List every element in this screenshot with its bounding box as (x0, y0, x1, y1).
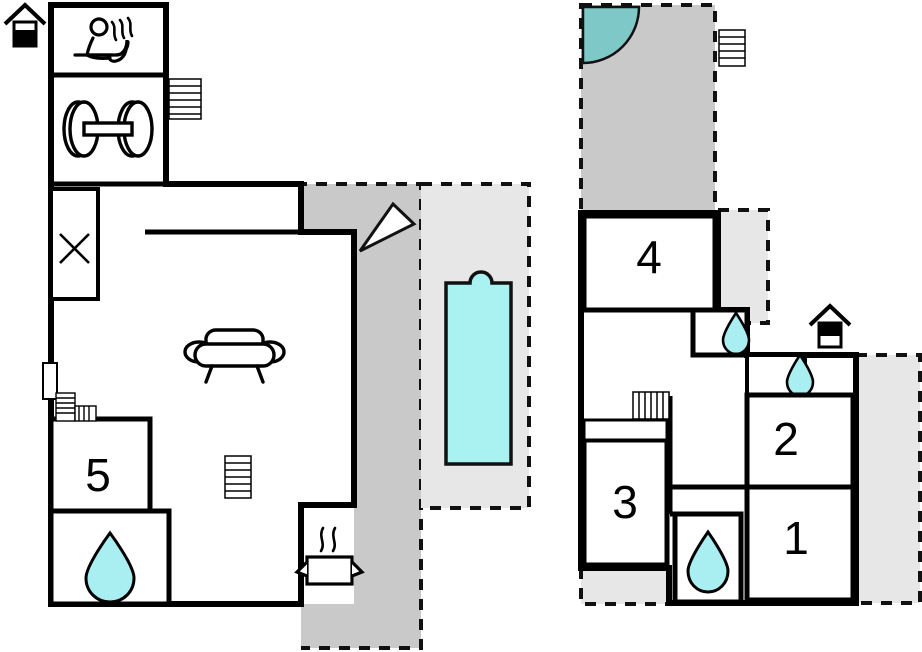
stairs-icon (55, 392, 97, 422)
right-building: 4 2 1 3 (578, 3, 922, 606)
cross-icon (59, 233, 90, 264)
closet-strip (582, 418, 669, 442)
radiator-icon-gym (168, 78, 202, 120)
right-terrace-southwest (581, 568, 669, 604)
left-terrace-dark-outline (236, 182, 423, 650)
house-entrance-icon (3, 2, 47, 48)
pool-terrace-outline (421, 182, 531, 510)
water-drop-icon-c (686, 529, 730, 594)
bedroom-5 (48, 416, 153, 514)
stairs-icon-upper (718, 29, 746, 67)
radiator-icon-right (632, 391, 670, 420)
window-icon (42, 362, 58, 400)
right-house-interior-walls (584, 307, 747, 517)
left-house-interior-walls (51, 72, 166, 187)
cooking-pot-icon (294, 526, 365, 586)
right-terrace-east (856, 355, 920, 603)
bedroom-2 (744, 392, 856, 490)
swimming-pool-icon (444, 270, 513, 466)
bedroom-5-label: 5 (85, 449, 111, 501)
right-terrace-east-outline (856, 353, 922, 605)
storage-room (49, 187, 100, 301)
house-entrance-icon-right (808, 303, 852, 349)
dumbbell-icon (62, 100, 154, 158)
bedroom-1 (744, 484, 856, 603)
sofa-icon (183, 328, 286, 384)
bedroom-1-label: 1 (783, 512, 809, 564)
left-building: 5 (3, 2, 531, 650)
water-drop-icon (84, 530, 136, 604)
sauna-icon (73, 16, 134, 63)
bedroom-3-label: 3 (612, 476, 638, 528)
bedroom-2-label: 2 (773, 413, 799, 465)
radiator-icon (224, 455, 252, 499)
right-terrace-room4 (718, 210, 768, 323)
terrace-wedge-icon (358, 201, 417, 253)
hot-tub-icon (581, 5, 641, 65)
bedroom-4-label: 4 (636, 231, 662, 283)
